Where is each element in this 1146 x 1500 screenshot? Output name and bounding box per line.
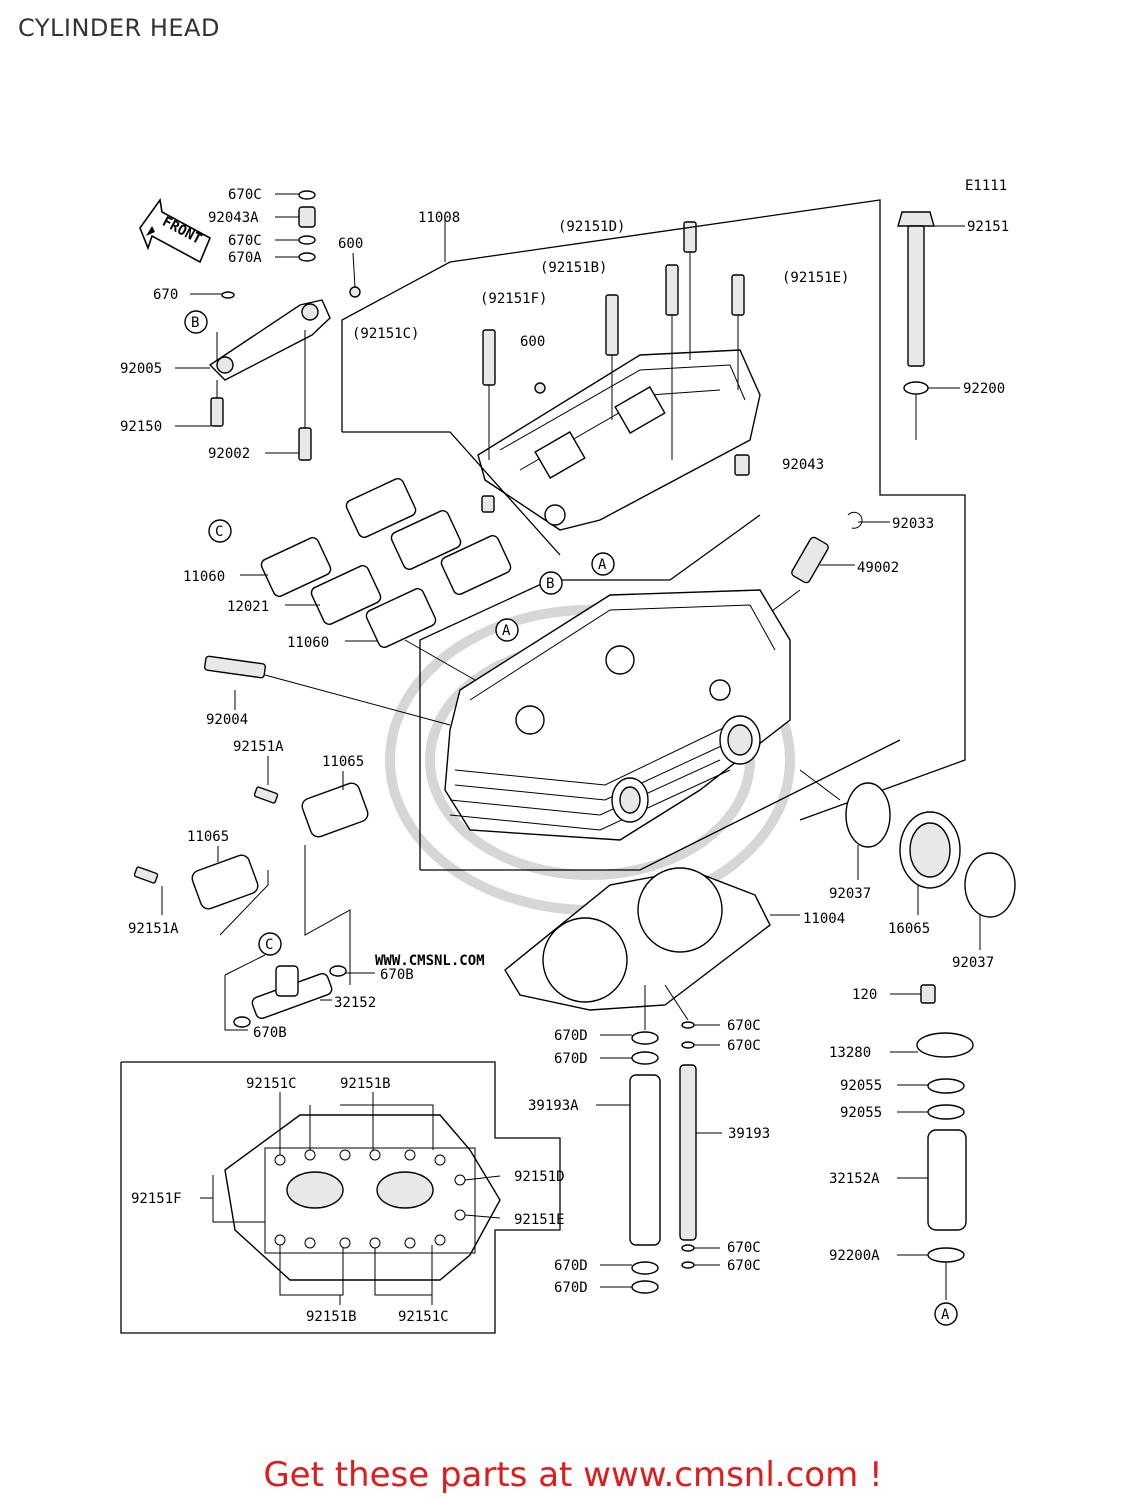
part-labels: 670C 92043A 670C 670A 600 670 92005 9215…: [120, 187, 1009, 1325]
part-label: 92151: [967, 219, 1009, 235]
callout-a-2: A: [502, 623, 511, 639]
part-label: 11065: [187, 829, 229, 845]
part-label: 92151E: [514, 1212, 565, 1228]
part-label: 92151D: [514, 1169, 565, 1185]
part-label: 92200A: [829, 1248, 880, 1264]
part-label: 670A: [228, 250, 262, 266]
part-label: (92151F): [480, 291, 547, 307]
callout-c-2: C: [265, 937, 273, 953]
callout-a-1: A: [598, 557, 607, 573]
part-label: 49002: [857, 560, 899, 576]
part-label: 92055: [840, 1078, 882, 1094]
part-label: 11004: [803, 911, 845, 927]
part-label: 670: [153, 287, 178, 303]
part-label: 16065: [888, 921, 930, 937]
camshaft-holder: [477, 349, 761, 531]
part-label: (92151B): [540, 260, 607, 276]
part-label: (92151E): [782, 270, 849, 286]
part-label: 600: [338, 236, 363, 252]
part-label: 11065: [322, 754, 364, 770]
part-label: 670C: [228, 233, 262, 249]
part-label: 92151B: [340, 1076, 391, 1092]
part-label: 670B: [253, 1025, 287, 1041]
reed-valve-covers: [240, 478, 512, 681]
part-label: 670B: [380, 967, 414, 983]
part-label: 92055: [840, 1105, 882, 1121]
part-label: 92151A: [233, 739, 284, 755]
cylinder-head: [444, 589, 791, 841]
part-label: 92151B: [306, 1309, 357, 1325]
stud-bolt: [204, 655, 451, 726]
part-label: 92004: [206, 712, 248, 728]
part-label: 39193: [728, 1126, 770, 1142]
part-label: 670D: [554, 1028, 588, 1044]
part-label: 92002: [208, 446, 250, 462]
part-label: 13280: [829, 1045, 871, 1061]
dowels-and-orings: [596, 984, 722, 1294]
callout-a-3: A: [941, 1307, 950, 1323]
part-label: 92043: [782, 457, 824, 473]
holder-bolts: [482, 221, 745, 460]
part-label: 92150: [120, 419, 162, 435]
part-label: 92151A: [128, 921, 179, 937]
part-label: 12021: [227, 599, 269, 615]
callout-c-1: C: [215, 524, 223, 540]
oil-pipe-right: [890, 984, 974, 1300]
part-label: 11008: [418, 210, 460, 226]
part-label: 92037: [829, 886, 871, 902]
part-label: 32152: [334, 995, 376, 1011]
part-label: 92043A: [208, 210, 259, 226]
watermark-text: WWW.CMSNL.COM: [375, 953, 485, 969]
footer-cta-link[interactable]: Get these parts at www.cmsnl.com !: [263, 1455, 883, 1495]
callout-b-2: B: [546, 576, 554, 592]
part-label: 11060: [183, 569, 225, 585]
part-label: 670C: [727, 1038, 761, 1054]
oil-pipe-parts: [208, 190, 361, 461]
part-label: 92005: [120, 361, 162, 377]
part-label: 670C: [228, 187, 262, 203]
part-label: 670C: [727, 1240, 761, 1256]
part-label: 92151C: [398, 1309, 449, 1325]
part-label: 32152A: [829, 1171, 880, 1187]
part-label: 670D: [554, 1051, 588, 1067]
part-label: 11060: [287, 635, 329, 651]
part-label: 92037: [952, 955, 994, 971]
head-gasket: [504, 867, 800, 1011]
part-label: 39193A: [528, 1098, 579, 1114]
part-label: 92151C: [246, 1076, 297, 1092]
part-label: 92200: [963, 381, 1005, 397]
diagram-code: E1111: [965, 178, 1007, 194]
leader-lines-left: [175, 193, 356, 454]
part-label: 92033: [892, 516, 934, 532]
part-label: (92151C): [352, 326, 419, 342]
part-label: 600: [520, 334, 545, 350]
part-label: 670D: [554, 1280, 588, 1296]
oil-fitting: [224, 954, 375, 1031]
callout-b-1: B: [191, 315, 199, 331]
intake-clamps: [799, 769, 1016, 950]
part-label: 92151F: [131, 1191, 182, 1207]
part-label: 120: [852, 987, 877, 1003]
long-bolt-92151: [897, 211, 965, 440]
part-label: 670D: [554, 1258, 588, 1274]
front-arrow-icon: FRONT: [139, 197, 212, 264]
part-label: 670C: [727, 1258, 761, 1274]
reference-callouts: B C B A A C A: [184, 310, 958, 1326]
part-label: 670C: [727, 1018, 761, 1034]
part-label: (92151D): [558, 219, 625, 235]
inset-bolt-pattern: [120, 1061, 561, 1334]
reed-caps: [133, 756, 369, 985]
page-title: CYLINDER HEAD: [18, 14, 220, 42]
